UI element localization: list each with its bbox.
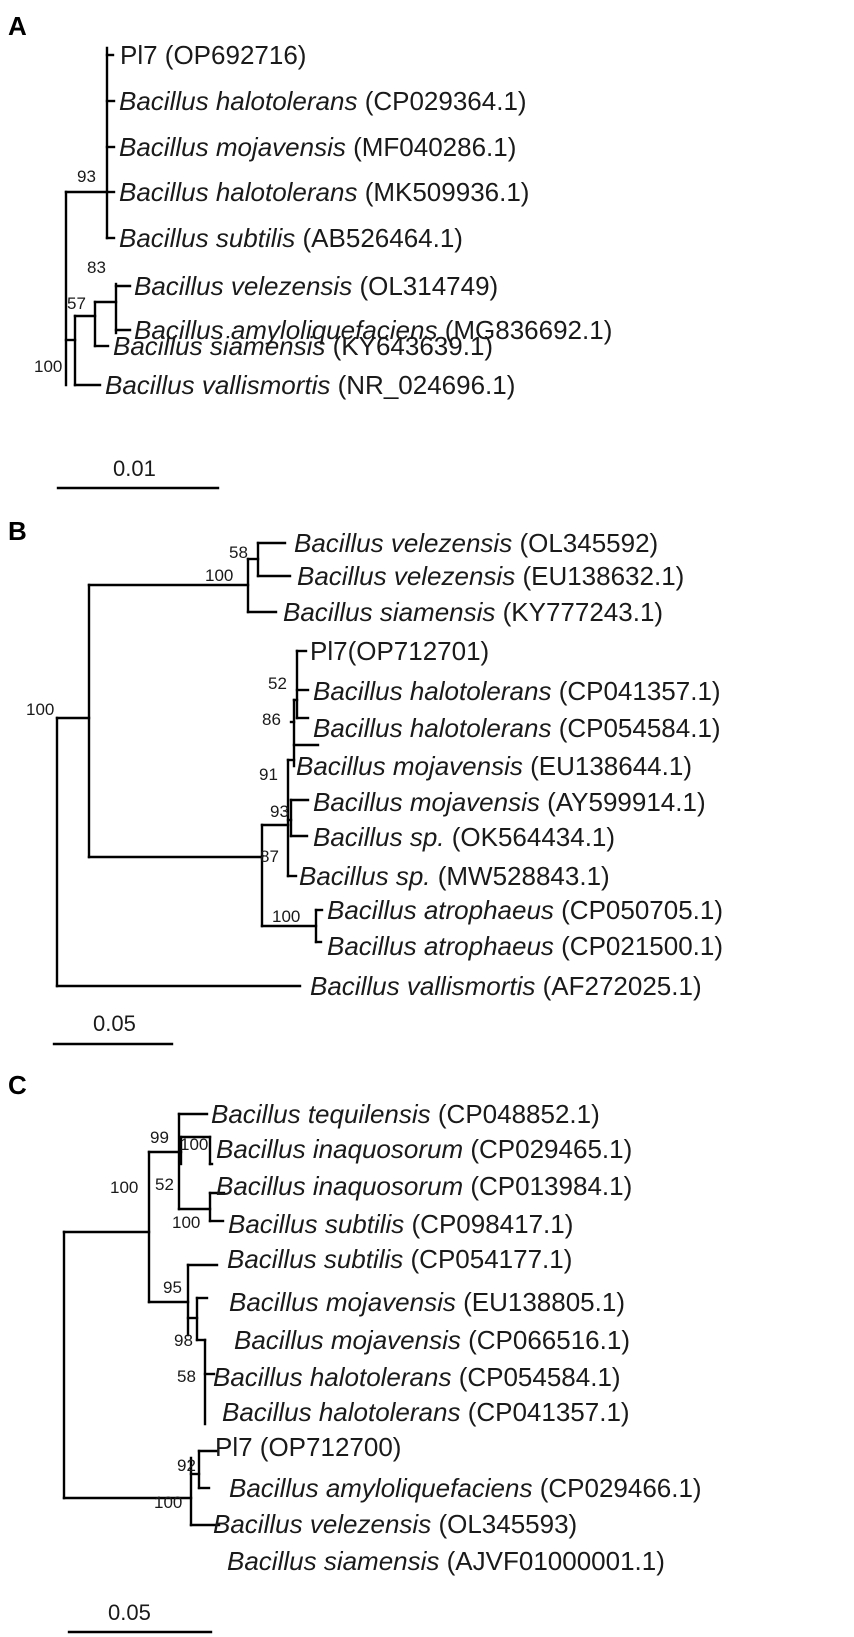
panel-a-letter: A: [8, 11, 27, 41]
taxon-label: Bacillus velezensis (OL345592): [294, 528, 658, 558]
bootstrap-value: 100: [34, 357, 62, 376]
taxon-label: Bacillus sp. (OK564434.1): [313, 822, 615, 852]
taxon-label: Bacillus vallismortis (NR_024696.1): [105, 370, 515, 400]
taxon-label: Bacillus subtilis (AB526464.1): [119, 223, 463, 253]
panel-b-scale-bar: 0.05: [52, 1011, 174, 1046]
panel-a-taxa: Pl7 (OP692716) Bacillus halotolerans (CP…: [105, 40, 612, 400]
bootstrap-value: 58: [229, 543, 248, 562]
taxon-label: Bacillus amyloliquefaciens (CP029466.1): [229, 1473, 702, 1503]
taxon-label: Bacillus siamensis (KY777243.1): [283, 597, 663, 627]
taxon-label: Pl7 (OP712700): [215, 1432, 401, 1462]
scale-bar-label: 0.01: [113, 456, 156, 481]
taxon-label: Bacillus siamensis (AJVF01000001.1): [227, 1546, 665, 1576]
taxon-label: Bacillus mojavensis (MF040286.1): [119, 132, 516, 162]
panel-b-taxa: Bacillus velezensis (OL345592) Bacillus …: [283, 528, 723, 1001]
bootstrap-value: 95: [163, 1278, 182, 1297]
bootstrap-value: 52: [268, 674, 287, 693]
scale-bar-label: 0.05: [93, 1011, 136, 1036]
taxon-label: Bacillus halotolerans (CP041357.1): [313, 676, 721, 706]
bootstrap-value: 91: [259, 765, 278, 784]
taxon-label: Bacillus halotolerans (CP054584.1): [213, 1362, 621, 1392]
taxon-label: Bacillus halotolerans (CP029364.1): [119, 86, 527, 116]
panel-c-branches: [62, 1112, 226, 1527]
taxon-label: Bacillus atrophaeus (CP050705.1): [327, 895, 723, 925]
bootstrap-value: 58: [177, 1367, 196, 1386]
panel-b-letter: B: [8, 516, 27, 546]
scale-bar-label: 0.05: [108, 1600, 151, 1625]
bootstrap-value: 100: [110, 1178, 138, 1197]
bootstrap-value: 98: [174, 1331, 193, 1350]
panel-c: C: [8, 1070, 702, 1634]
taxon-label: Pl7 (OP692716): [120, 40, 306, 70]
panel-a-scale-bar: 0.01: [56, 456, 220, 490]
taxon-label: Bacillus inaquosorum (CP013984.1): [216, 1171, 632, 1201]
bootstrap-value: 52: [155, 1175, 174, 1194]
bootstrap-value: 93: [270, 802, 289, 821]
bootstrap-value: 100: [205, 566, 233, 585]
bootstrap-value: 57: [67, 294, 86, 313]
panel-a-support-values: 93 83 57 100: [34, 167, 106, 376]
taxon-label: Bacillus vallismortis (AF272025.1): [310, 971, 702, 1001]
bootstrap-value: 100: [180, 1135, 208, 1154]
taxon-label: Bacillus inaquosorum (CP029465.1): [216, 1134, 632, 1164]
taxon-label: Bacillus sp. (MW528843.1): [299, 861, 610, 891]
taxon-label: Bacillus mojavensis (EU138805.1): [229, 1287, 625, 1317]
panel-c-scale-bar: 0.05: [67, 1600, 213, 1634]
panel-c-letter: C: [8, 1070, 27, 1100]
panel-c-support-values: 99 100 100 52 100 95 98 58 92 100: [110, 1128, 208, 1512]
bootstrap-value: 100: [172, 1213, 200, 1232]
bootstrap-value: 100: [272, 907, 300, 926]
bootstrap-value: 99: [150, 1128, 169, 1147]
panel-a: A 93 83 57 100 P: [8, 11, 612, 490]
taxon-label: Bacillus velezensis (OL345593): [213, 1509, 577, 1539]
taxon-label: Bacillus mojavensis (EU138644.1): [296, 751, 692, 781]
taxon-label: Bacillus atrophaeus (CP021500.1): [327, 931, 723, 961]
bootstrap-value: 93: [77, 167, 96, 186]
bootstrap-value: 83: [87, 258, 106, 277]
bootstrap-value: 86: [262, 710, 281, 729]
taxon-label: Bacillus mojavensis (CP066516.1): [234, 1325, 630, 1355]
bootstrap-value: 100: [154, 1493, 182, 1512]
bootstrap-value: 87: [260, 847, 279, 866]
panel-a-branches: [64, 46, 132, 387]
taxon-label: Bacillus mojavensis (AY599914.1): [313, 787, 706, 817]
taxon-label: Bacillus halotolerans (CP041357.1): [222, 1397, 630, 1427]
taxon-label: Bacillus halotolerans (CP054584.1): [313, 713, 721, 743]
taxon-label: Bacillus subtilis (CP098417.1): [228, 1209, 573, 1239]
panel-c-taxa: Bacillus tequilensis (CP048852.1) Bacill…: [211, 1099, 702, 1576]
taxon-label: Bacillus halotolerans (MK509936.1): [119, 177, 529, 207]
panel-b: B: [8, 516, 723, 1046]
taxon-label: Bacillus siamensis (KY643639.1): [113, 331, 493, 361]
taxon-label: Bacillus amyloliquefaciens (MG836692.1): [134, 315, 612, 345]
taxon-label: Pl7(OP712701): [310, 636, 489, 666]
bootstrap-value: 92: [177, 1456, 196, 1475]
taxon-label: Bacillus velezensis (OL314749): [134, 271, 498, 301]
taxon-label: Bacillus tequilensis (CP048852.1): [211, 1099, 600, 1129]
taxon-label: Bacillus subtilis (CP054177.1): [227, 1244, 572, 1274]
panel-b-support-values: 58 100 100 52 86 91 93 87 100: [26, 543, 300, 926]
taxon-label: Bacillus velezensis (EU138632.1): [297, 561, 684, 591]
bootstrap-value: 100: [26, 700, 54, 719]
panel-b-branches: [55, 541, 324, 988]
